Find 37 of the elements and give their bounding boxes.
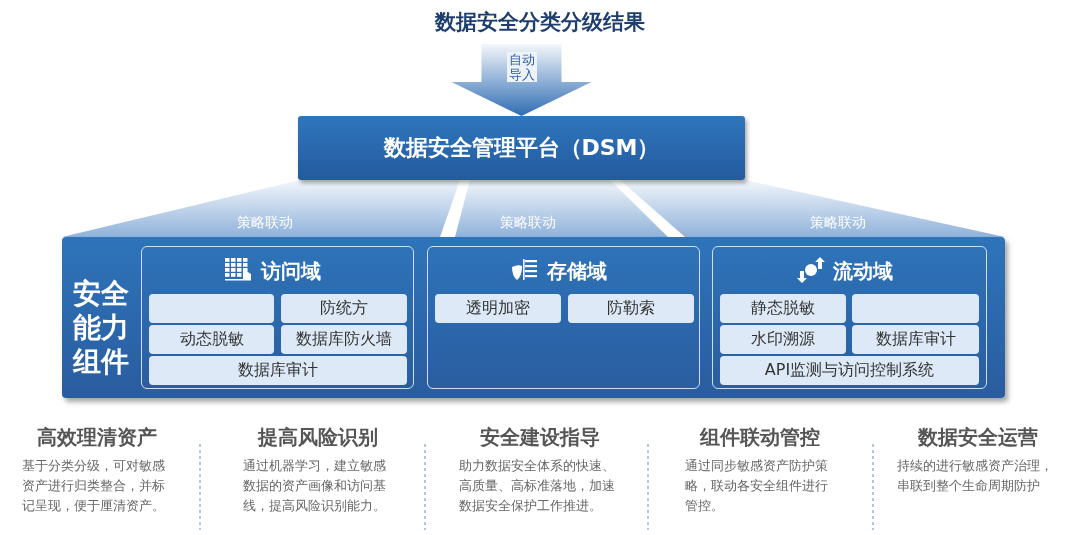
component-box: 透明加密: [435, 294, 561, 323]
edge-label: 策略联动: [809, 213, 867, 231]
column-text: 助力数据安全体系的快速、高质量、高标准落地，加速数据安全保护工作推进。: [459, 457, 616, 515]
panel-heading: 安全能力组件: [71, 277, 130, 379]
link-band: [620, 180, 1005, 237]
domain-heading: 访问域: [260, 258, 321, 285]
component-box: API监测与访问控制系统: [720, 356, 979, 385]
column-text: 通过机器学习，建立敏感数据的资产画像和访问基线，提高风险识别能力。: [243, 457, 387, 515]
column-text: 持续的进行敏感资产治理，串联到整个生命周期防护: [897, 457, 1054, 495]
domain-box: [141, 246, 414, 389]
component-box: 数据库审计: [149, 356, 407, 385]
edge-label: 策略联动: [499, 213, 557, 231]
column-heading: 高效理清资产: [36, 424, 158, 451]
component-box: 数据库防火墙: [281, 325, 407, 354]
component-box: 防统方: [281, 294, 407, 323]
link-band: [62, 180, 460, 237]
column-heading: 组件联动管控: [698, 424, 821, 451]
column-text: 通过同步敏感资产防护策略，联动各安全组件进行管控。: [685, 457, 829, 515]
component-box: 动态脱敏: [149, 325, 274, 354]
component-box: [149, 294, 274, 323]
column-text: 基于分类分级，可对敏感资产进行归类整合，并标记呈现，便于厘清资产。: [22, 457, 166, 515]
column-heading: 数据安全运营: [917, 424, 1039, 451]
component-box: 数据库审计: [852, 325, 979, 354]
column-heading: 安全建设指导: [479, 424, 601, 451]
domain-heading: 存储域: [546, 258, 607, 285]
domain-box: [712, 246, 987, 389]
domain-heading: 流动域: [832, 258, 893, 285]
link-band: [455, 180, 668, 237]
component-box: 静态脱敏: [720, 294, 846, 323]
edge-label: 策略联动: [236, 213, 294, 231]
column-heading: 提高风险识别: [256, 424, 379, 451]
component-box: 防勒索: [568, 294, 694, 323]
component-box: [852, 294, 979, 323]
title-text: 数据安全分类分级结果: [433, 9, 646, 36]
component-box: 水印溯源: [720, 325, 846, 354]
edge-label: 自动导入: [506, 52, 537, 82]
domain-box: [427, 246, 700, 389]
